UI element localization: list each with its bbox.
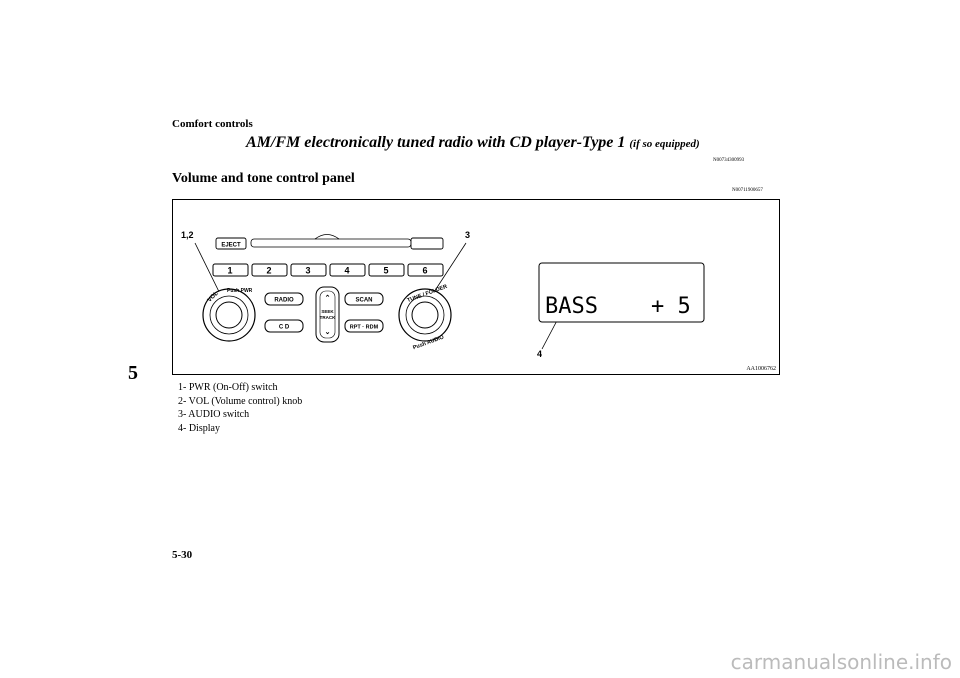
title-main: AM/FM electronically tuned radio with CD… — [246, 134, 626, 151]
eject-button[interactable] — [215, 237, 247, 250]
rpt-rdm-label: RPT · RDM — [350, 325, 379, 331]
title-suffix: (if so equipped) — [629, 138, 700, 150]
display-panel — [538, 262, 705, 323]
radio-label: RADIO — [274, 298, 294, 304]
callout-3: 3 — [465, 230, 470, 240]
legend-item: 1- PWR (On-Off) switch — [178, 382, 278, 393]
rpt-rdm-button[interactable] — [344, 319, 384, 333]
page-number: 5-30 — [172, 549, 193, 561]
cd-slot — [250, 238, 412, 248]
tune-knob[interactable] — [411, 301, 439, 329]
callout-1-2: 1,2 — [181, 230, 194, 240]
preset-2-label: 2 — [266, 266, 271, 276]
figure-code: AA1006762 — [746, 366, 776, 372]
cd-button[interactable] — [264, 319, 304, 333]
cd-slot-bump — [314, 234, 340, 240]
radio-diagram: 1,2 3 4 EJECT 1 2 3 4 5 6 VOL Push PWR — [181, 230, 705, 359]
legend-item: 3- AUDIO switch — [178, 409, 250, 420]
radio-diagram-figure: 1,2 3 4 EJECT 1 2 3 4 5 6 VOL Push PWR — [172, 199, 780, 375]
legend-item: 2- VOL (Volume control) knob — [178, 395, 303, 407]
watermark: carmanualsonline.info — [730, 650, 952, 674]
preset-1-label: 1 — [227, 266, 232, 276]
push-pwr-label: Push PWR — [227, 288, 253, 294]
radio-button[interactable] — [264, 292, 304, 306]
callout-4: 4 — [537, 349, 542, 359]
seek-track-rocker[interactable] — [315, 286, 340, 343]
preset-6-button[interactable] — [407, 263, 444, 277]
display-readout: BASS + 5 — [545, 294, 691, 319]
vol-knob-ring — [209, 295, 249, 335]
title-code: N00734300993 — [713, 158, 745, 163]
legend-list: 1- PWR (On-Off) switch 2- VOL (Volume co… — [178, 381, 302, 435]
preset-4-label: 4 — [344, 266, 349, 276]
preset-1-button[interactable] — [212, 263, 249, 277]
scan-button[interactable] — [344, 292, 384, 306]
cd-label: C D — [279, 325, 290, 331]
preset-6-label: 6 — [422, 266, 427, 276]
preset-3-label: 3 — [305, 266, 310, 276]
preset-5-button[interactable] — [368, 263, 405, 277]
preset-4-button[interactable] — [329, 263, 366, 277]
legend-item: 4- Display — [178, 422, 220, 434]
chapter-tab: 5 — [128, 362, 138, 384]
seek-down-icon: ⌄ — [325, 329, 331, 336]
preset-3-button[interactable] — [290, 263, 327, 277]
eject-label: EJECT — [221, 243, 241, 249]
page-title: AM/FM electronically tuned radio with CD… — [246, 134, 700, 152]
track-label: TRACK — [320, 315, 336, 320]
seek-track-inner — [319, 290, 336, 339]
tune-knob-ring — [405, 295, 445, 335]
section-header: Comfort controls — [172, 118, 253, 130]
seek-up-icon: ⌃ — [325, 294, 331, 302]
subheading: Volume and tone control panel — [172, 171, 355, 186]
vol-knob[interactable] — [215, 301, 243, 329]
preset-5-label: 5 — [383, 266, 388, 276]
slot-right-button[interactable] — [410, 237, 444, 250]
subheading-code: N00711900657 — [732, 188, 763, 193]
seek-label: SEEK — [321, 309, 334, 314]
preset-2-button[interactable] — [251, 263, 288, 277]
scan-label: SCAN — [355, 298, 372, 304]
